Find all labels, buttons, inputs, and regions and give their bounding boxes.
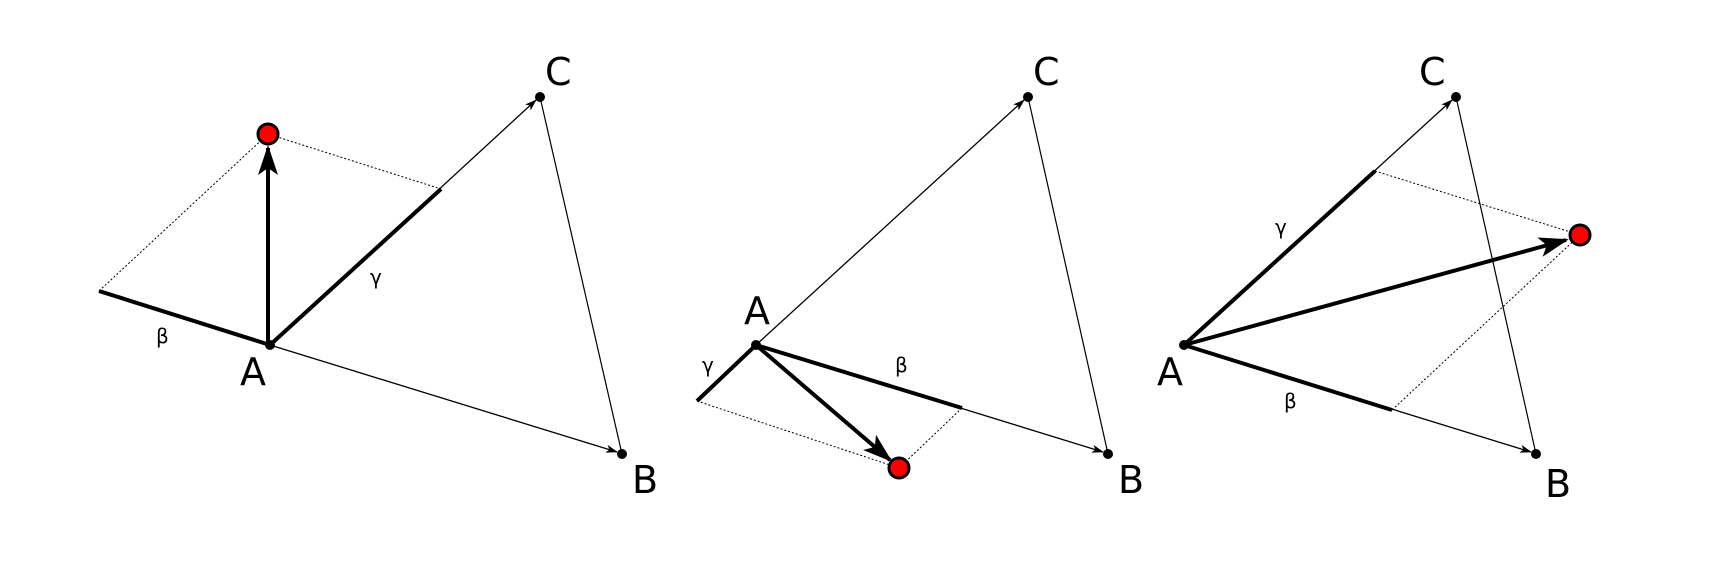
gamma-segment: [695, 343, 758, 403]
edge-bc: [1455, 96, 1537, 455]
panel-1: A B C β γ: [98, 50, 658, 502]
gamma-segment: [1182, 169, 1377, 347]
beta-label: β: [895, 353, 908, 377]
vertex-b: [1103, 449, 1113, 459]
beta-label: β: [156, 324, 169, 348]
vertex-label-a: A: [240, 350, 266, 394]
beta-segment: [755, 343, 963, 410]
vertex-c: [1023, 92, 1033, 102]
vertex-label-b: B: [1118, 458, 1144, 502]
gamma-label: γ: [370, 265, 382, 289]
vertex-c: [1451, 92, 1461, 102]
beta-label: β: [1284, 389, 1297, 413]
vertex-label-c: C: [1419, 50, 1446, 94]
projection-line-gamma: [267, 133, 442, 190]
vertex-b: [617, 449, 627, 459]
vertex-label-b: B: [1545, 462, 1571, 506]
gamma-segment: [268, 187, 443, 347]
vertex-label-b: B: [632, 458, 658, 502]
panel-3: A B C γ β: [1157, 50, 1592, 506]
beta-segment: [1183, 343, 1393, 412]
projection-line-beta: [98, 133, 269, 292]
vertex-a: [1179, 340, 1189, 350]
beta-segment: [98, 289, 271, 347]
position-vector-arrow: [754, 343, 893, 462]
projection-line-gamma: [696, 400, 900, 469]
edge-ab-arrow: [269, 344, 618, 453]
edge-bc: [1027, 96, 1109, 455]
vertex-label-c: C: [545, 50, 572, 94]
projection-line-beta: [898, 407, 963, 469]
target-point: [1568, 223, 1592, 247]
position-vector-arrow: [1183, 237, 1569, 347]
vertex-b: [1531, 449, 1541, 459]
panel-2: A B C γ β: [695, 50, 1144, 502]
vertex-a: [751, 340, 761, 350]
gamma-label: γ: [1275, 215, 1287, 239]
gamma-label: γ: [702, 353, 714, 377]
vertex-label-a: A: [744, 289, 770, 333]
target-point: [887, 456, 911, 480]
vertex-label-a: A: [1157, 350, 1183, 394]
projection-line-gamma: [1374, 170, 1581, 236]
vertex-a: [265, 340, 275, 350]
edge-bc: [539, 96, 623, 455]
projection-line-beta: [1391, 234, 1581, 411]
target-point: [256, 122, 280, 146]
vertex-c: [535, 92, 545, 102]
vertex-label-c: C: [1033, 50, 1060, 94]
edge-ac-arrow: [755, 99, 1025, 346]
